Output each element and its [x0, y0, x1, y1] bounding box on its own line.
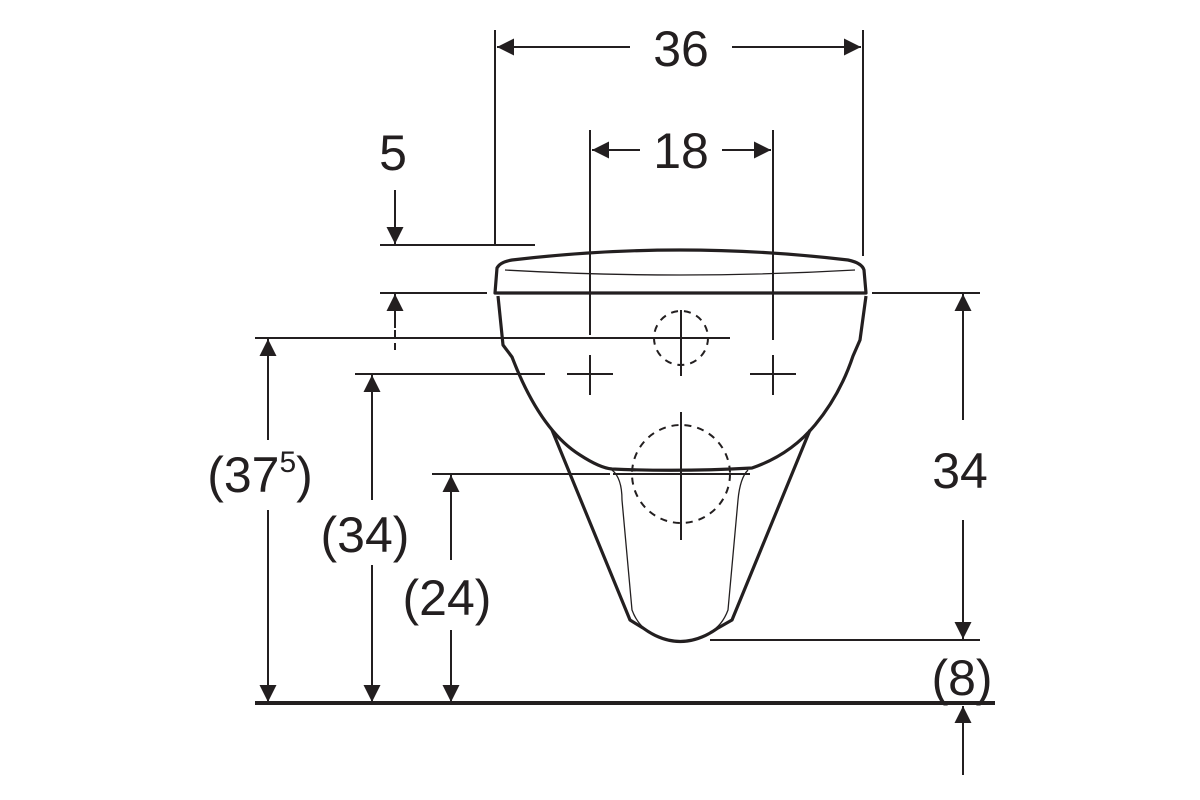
right-bolt-cross [750, 355, 796, 395]
toilet-outline [493, 248, 868, 644]
bottom-clearance-label: (8) [931, 650, 992, 706]
inlet-height-close: ) [296, 447, 313, 503]
svg-text:(375): (375) [207, 446, 313, 503]
seat-inner-line [504, 269, 856, 276]
dimension-top-offset: 5 [379, 125, 535, 356]
outlet-height-label: (24) [403, 570, 492, 626]
width-label: 36 [653, 21, 709, 77]
pedestal-inner [611, 469, 749, 633]
seat-lid [493, 248, 868, 295]
dimension-inlet-height: (375) [207, 337, 730, 702]
inlet-height-label: (37 [207, 447, 279, 503]
dimension-bolt-height: (34) [321, 373, 545, 702]
dimension-bottom-clearance: (8) [931, 650, 993, 775]
dimension-outlet-height: (24) [403, 473, 610, 702]
inlet-height-superscript: 5 [279, 446, 296, 479]
dimension-bowl-height: 34 [710, 292, 988, 641]
left-bolt-cross [567, 355, 613, 395]
center-lines [613, 310, 750, 540]
dimension-bolt-spacing: 18 [589, 123, 774, 340]
bowl-height-label: 34 [932, 443, 988, 499]
bolt-spacing-label: 18 [653, 123, 709, 179]
dimension-width: 36 [494, 21, 864, 256]
bolt-height-label: (34) [321, 507, 410, 563]
top-offset-label: 5 [379, 125, 407, 181]
